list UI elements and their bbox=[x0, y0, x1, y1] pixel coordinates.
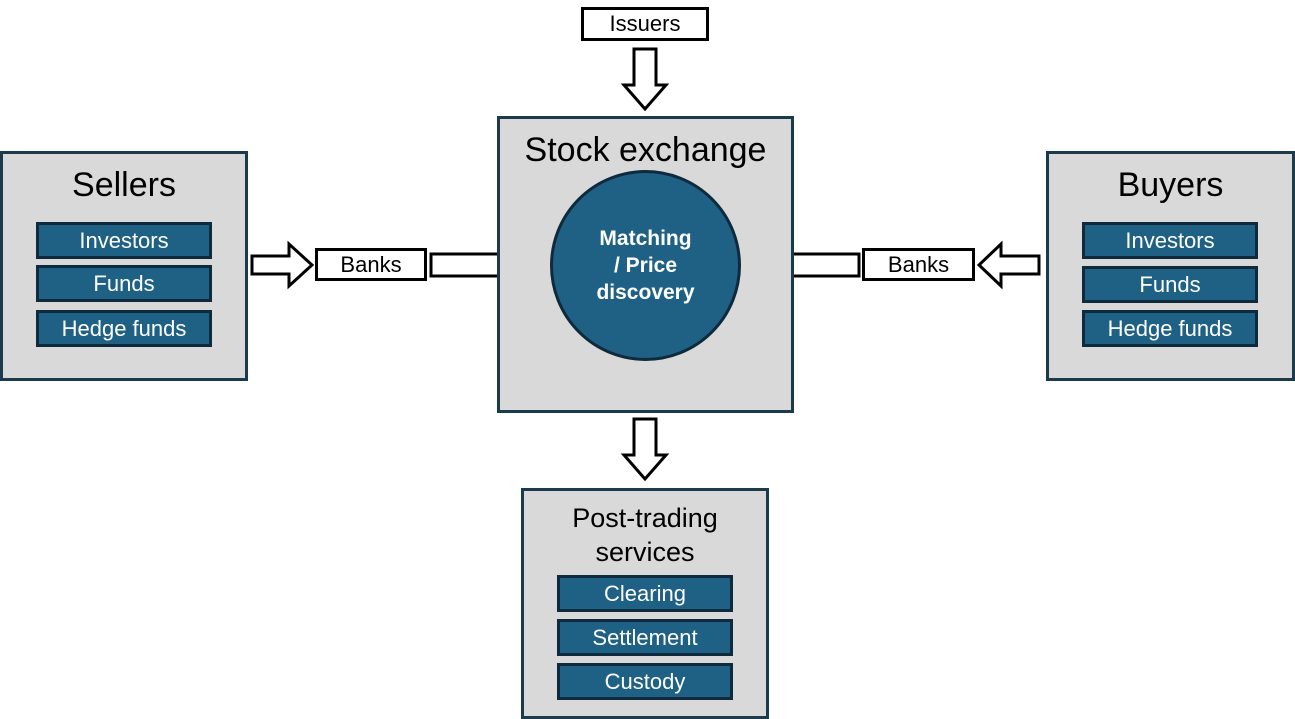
post-trading-title-line-2: services bbox=[595, 537, 695, 567]
arrow-exchange-to-post-trading bbox=[620, 417, 670, 482]
post-trading-item-settlement: Settlement bbox=[557, 619, 733, 656]
stock-exchange-panel: Stock exchange Matching / Price discover… bbox=[497, 116, 794, 413]
buyers-item-investors: Investors bbox=[1082, 222, 1258, 259]
arrow-issuers-to-exchange bbox=[620, 47, 670, 112]
core-line-1: Matching bbox=[599, 226, 692, 250]
issuers-box: Issuers bbox=[581, 7, 709, 41]
sellers-banks-label: Banks bbox=[340, 251, 402, 277]
sellers-title: Sellers bbox=[72, 166, 176, 204]
sellers-panel: Sellers Investors Funds Hedge funds bbox=[0, 151, 248, 381]
post-trading-item-clearing: Clearing bbox=[557, 575, 733, 612]
stock-exchange-title: Stock exchange bbox=[524, 131, 767, 169]
buyers-banks-box: Banks bbox=[862, 248, 975, 281]
sellers-item-funds: Funds bbox=[36, 265, 212, 302]
post-trading-panel: Post-trading services Clearing Settlemen… bbox=[521, 488, 769, 719]
matching-price-discovery-circle: Matching / Price discovery bbox=[550, 170, 741, 361]
sellers-banks-box: Banks bbox=[315, 248, 427, 281]
arrow-buyers-to-banks bbox=[976, 240, 1041, 290]
sellers-item-investors: Investors bbox=[36, 222, 212, 259]
buyers-item-funds: Funds bbox=[1082, 266, 1258, 303]
sellers-item-hedge-funds: Hedge funds bbox=[36, 310, 212, 347]
buyers-banks-label: Banks bbox=[887, 251, 950, 277]
post-trading-title: Post-trading services bbox=[524, 501, 766, 569]
buyers-item-hedge-funds: Hedge funds bbox=[1082, 310, 1258, 347]
post-trading-title-line-1: Post-trading bbox=[572, 503, 718, 533]
post-trading-item-custody: Custody bbox=[557, 663, 733, 700]
arrow-sellers-to-banks bbox=[250, 240, 315, 290]
core-line-2: / Price bbox=[613, 253, 678, 277]
buyers-title: Buyers bbox=[1117, 166, 1224, 204]
core-line-3: discovery bbox=[596, 281, 695, 305]
buyers-panel: Buyers Investors Funds Hedge funds bbox=[1046, 151, 1295, 381]
issuers-label: Issuers bbox=[609, 11, 681, 36]
